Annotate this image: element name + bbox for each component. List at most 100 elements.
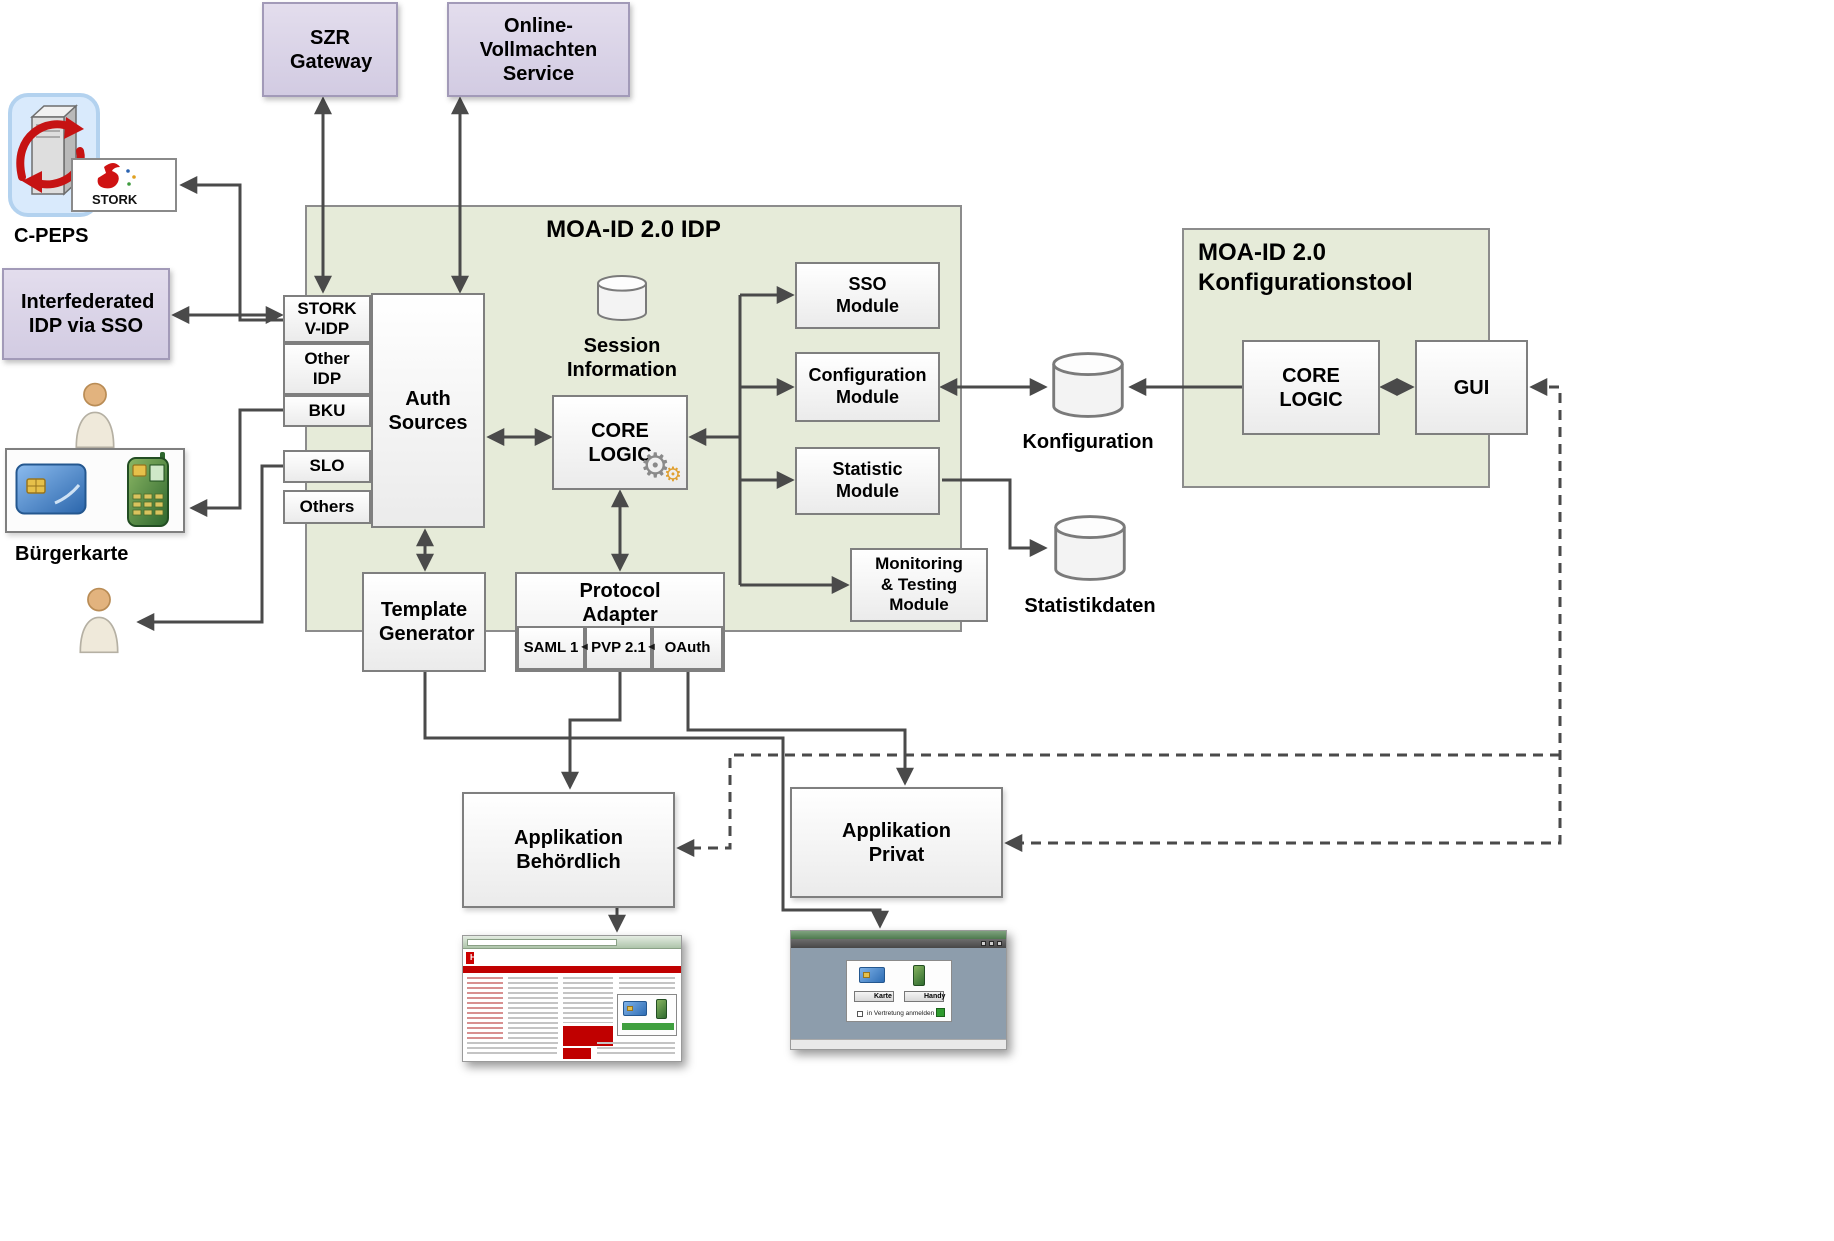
mobile-phone-icon (126, 452, 170, 528)
karte-button: Karte (854, 991, 894, 1002)
mini-card-icon (859, 967, 885, 983)
interfederated-idp-box: Interfederated IDP via SSO (2, 268, 170, 360)
moa-idp-panel-title: MOA-ID 2.0 IDP (546, 216, 721, 243)
gears-icon: ⚙ ⚙ (640, 446, 690, 490)
slo-box: SLO (283, 450, 371, 483)
bku-label: BKU (308, 400, 346, 420)
statistic-module-label: Statistic Module (832, 459, 903, 501)
others-box: Others (283, 490, 371, 524)
szr-gateway-box: SZR Gateway (262, 2, 398, 97)
cpeps-icon: STORK (8, 93, 180, 219)
vertretung-checkbox-label: in Vertretung anmelden (867, 1010, 935, 1017)
text-lines (597, 1042, 675, 1056)
online-vollmachten-label: Online-Vollmachten Service (479, 14, 598, 85)
template-generator-box: Template Generator (362, 572, 486, 672)
gui-label: GUI (1453, 376, 1490, 399)
core-logic-label: CORE LOGIC (588, 419, 652, 466)
dashed-gui-appprivat (1004, 378, 1562, 852)
stork-vidp-box: STORK V-IDP (283, 295, 371, 343)
saml1-label: SAML 1 (523, 639, 579, 656)
oauth-box: OAuth (652, 626, 723, 670)
template-generator-label: Template Generator (379, 599, 475, 645)
szr-gateway-label: SZR Gateway (290, 26, 373, 73)
citizen-icon (68, 381, 122, 449)
red-footer-block (563, 1048, 591, 1059)
configuration-module-label: Configuration Module (808, 365, 927, 407)
window-statusbar (791, 1039, 1006, 1049)
user-icon (72, 586, 126, 654)
gear-large-icon: ⚙ (640, 447, 671, 485)
session-db-icon (594, 266, 650, 330)
help-navbar (463, 966, 681, 973)
text-lines (467, 1042, 557, 1056)
mini-login-button (622, 1023, 674, 1030)
handy-button: Handy (904, 991, 945, 1002)
app-privat-label: Applikation Privat (842, 819, 951, 866)
buergerkarte-label: Bürgerkarte (15, 543, 129, 565)
green-status-icon (936, 1008, 945, 1017)
browser-chrome (791, 931, 1006, 939)
stork-bird-icon (97, 163, 120, 189)
mini-phone-icon (913, 965, 925, 986)
address-bar (467, 939, 617, 946)
statistikdaten-label: Statistikdaten (1024, 595, 1156, 617)
sso-module-box: SSO Module (795, 262, 940, 329)
bku-box: BKU (283, 395, 371, 427)
text-lines (619, 977, 675, 991)
configuration-module-box: Configuration Module (795, 352, 940, 422)
auth-sources-label: Auth Sources (388, 387, 468, 434)
smartcard-icon (15, 463, 87, 515)
login-screenshot: Karte Handy in Vertretung anmelden (790, 930, 1007, 1050)
help-screenshot: HELP (462, 935, 682, 1062)
protocol-flow-left-icon: ◄ (579, 641, 590, 653)
help-logo: HELP (466, 952, 491, 964)
bku-selection-dialog: Karte Handy in Vertretung anmelden (846, 960, 952, 1022)
arrow-slo-user (136, 464, 283, 631)
tool-core-logic-label: CORE LOGIC (1279, 364, 1343, 411)
konfiguration-db-icon (1048, 347, 1128, 423)
window-titlebar (791, 939, 1006, 948)
text-lines (563, 977, 613, 1023)
red-teaser-block (563, 1026, 613, 1046)
dashed-gui-appbehoerdlich (676, 753, 1560, 857)
interfederated-idp-label: Interfederated IDP via SSO (21, 291, 155, 337)
app-behoerdlich-label: Applikation Behördlich (514, 827, 623, 873)
other-idp-label: Other IDP (304, 348, 350, 388)
mini-card-icon (623, 1001, 647, 1016)
stork-badge: STORK (71, 158, 177, 212)
mini-phone-icon (656, 999, 667, 1019)
arrow-bku-buergerkarte (189, 408, 283, 517)
arrow-templategenerator-loginscreen (423, 672, 889, 929)
konfigurationstool-panel-title: MOA-ID 2.0 Konfigurationstool (1198, 239, 1413, 296)
app-privat-box: Applikation Privat (790, 787, 1003, 898)
pvp21-box: PVP 2.1 (585, 626, 652, 670)
arrow-oauth-appprivat (686, 672, 914, 786)
stork-badge-label: STORK (92, 192, 138, 207)
vertretung-checkbox (857, 1011, 863, 1017)
stork-vidp-label: STORK V-IDP (297, 298, 357, 338)
others-label: Others (299, 496, 355, 516)
slo-label: SLO (309, 456, 345, 476)
monitoring-module-box: Monitoring & Testing Module (850, 548, 988, 622)
sso-module-label: SSO Module (836, 273, 899, 316)
text-lines (467, 977, 503, 1039)
protocol-adapter-label: Protocol Adapter (579, 580, 661, 626)
app-behoerdlich-box: Applikation Behördlich (462, 792, 675, 908)
pvp21-label: PVP 2.1 (591, 639, 646, 656)
gui-box: GUI (1415, 340, 1528, 435)
text-lines (508, 977, 558, 1047)
saml1-box: SAML 1 (517, 626, 585, 670)
monitoring-module-label: Monitoring & Testing Module (875, 554, 963, 615)
other-idp-box: Other IDP (283, 343, 371, 395)
arrow-protocol-appbehoerdlich (561, 672, 622, 790)
window-content: Karte Handy in Vertretung anmelden (793, 948, 1004, 1039)
auth-sources-box: Auth Sources (371, 293, 485, 528)
red-swirl-icon (16, 117, 85, 193)
gear-small-icon: ⚙ (664, 464, 682, 486)
window-maximize-icon (989, 941, 994, 946)
bku-selection-widget (617, 994, 677, 1036)
protocol-flow-left-icon: ◄ (646, 641, 657, 653)
online-vollmachten-box: Online-Vollmachten Service (447, 2, 630, 97)
